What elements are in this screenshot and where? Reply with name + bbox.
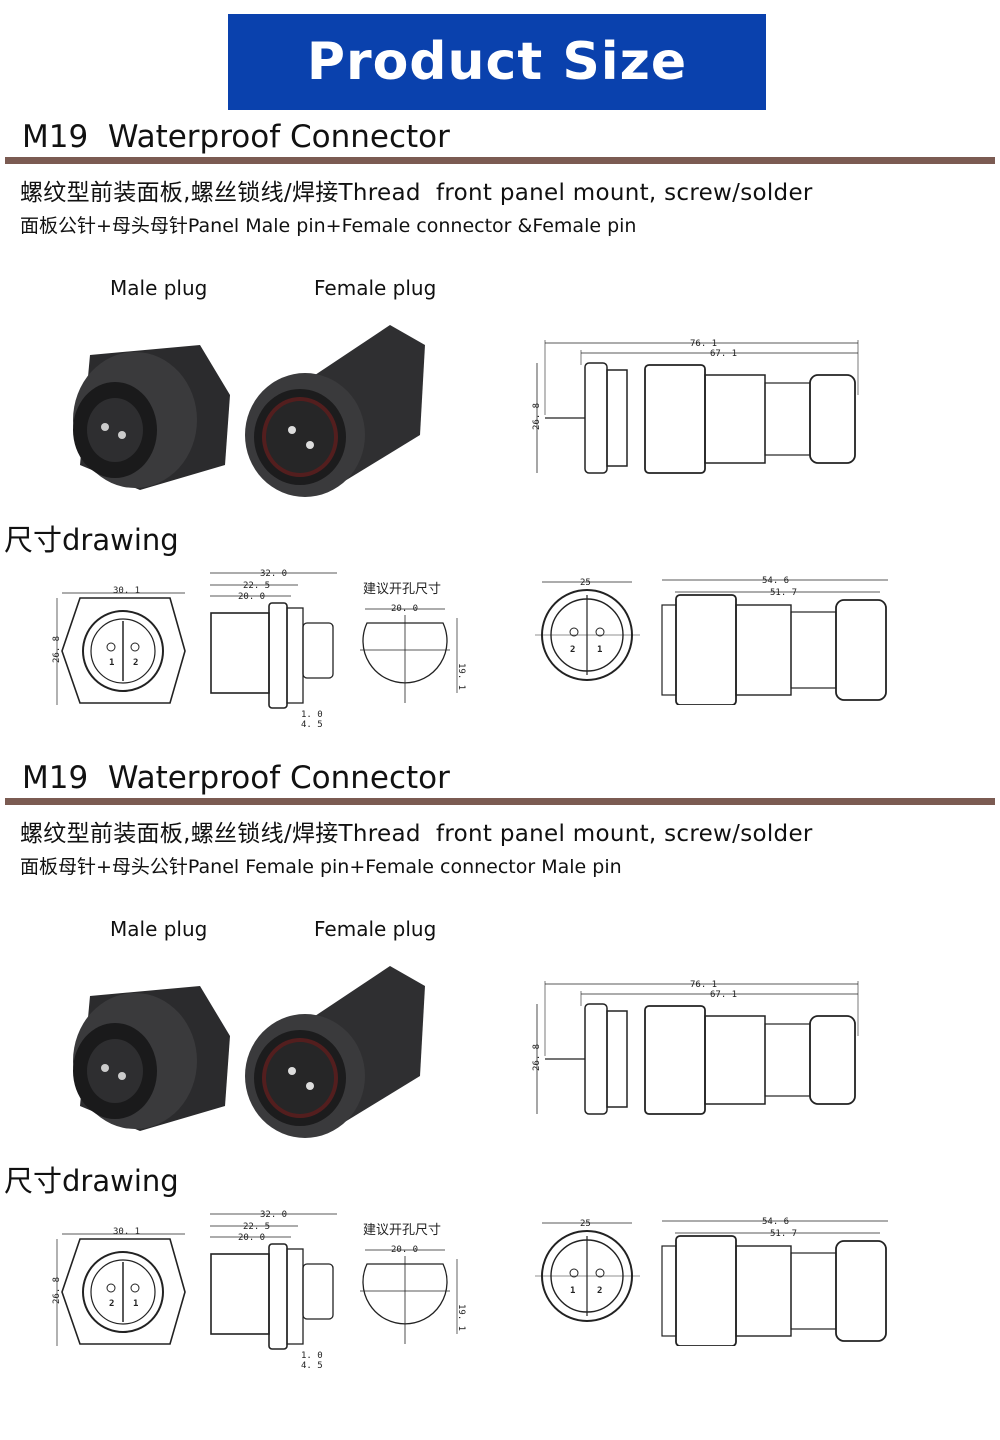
- front-hex-view: 2 1 30. 1 26. 8: [52, 1227, 186, 1346]
- description-line-1: 螺纹型前装面板,螺丝锁线/焊接Thread front panel mount,…: [20, 180, 813, 206]
- dimension-label: 67. 1: [710, 990, 737, 1000]
- section-title: M19 Waterproof Connector: [22, 760, 450, 796]
- plug-front-view: 1 2 25: [535, 1219, 640, 1322]
- description-line-2: 面板公针+母头母针Panel Male pin+Female connector…: [20, 215, 637, 237]
- female-plug-image: [245, 325, 425, 497]
- dimension-label: 51. 7: [770, 1229, 797, 1239]
- female-plug-image: [245, 966, 425, 1138]
- plug-drawings: 1 2 25 54. 6 51. 7: [535, 1217, 888, 1346]
- male-plug-label: Male plug: [110, 276, 208, 300]
- description-line-2: 面板母针+母头公针Panel Female pin+Female connect…: [20, 856, 622, 878]
- dimension-label: 2: [597, 1286, 602, 1296]
- dimension-label: 20. 0: [238, 592, 265, 602]
- dimension-label: 26. 8: [532, 403, 542, 430]
- plug-front-view: 2 1 25: [535, 578, 640, 681]
- plug-drawings: 2 1 25 54. 6 51. 7: [535, 576, 888, 705]
- dimension-label: 32. 0: [260, 569, 287, 579]
- dimension-label: 1: [133, 1299, 138, 1309]
- dimension-label: 26. 8: [532, 1044, 542, 1071]
- panel-cutout-view: 建议开孔尺寸 20. 0 19. 1: [360, 582, 466, 703]
- dimension-label: 22. 5: [243, 581, 270, 591]
- dimension-label: 建议开孔尺寸: [363, 1223, 441, 1238]
- dimension-label: 2: [570, 645, 575, 655]
- side-view-drawing: 76. 1 67. 1 26. 8: [532, 980, 859, 1115]
- dimension-label: 26. 8: [52, 636, 62, 663]
- dimension-label: 2: [133, 658, 138, 668]
- dimension-label: 20. 0: [238, 1233, 265, 1243]
- dimension-label: 22. 5: [243, 1222, 270, 1232]
- dimension-label: 1. 0: [301, 1351, 323, 1361]
- panel-cutout-view: 建议开孔尺寸 20. 0 19. 1: [360, 1223, 466, 1344]
- drawing-label: 尺寸drawing: [4, 1164, 179, 1198]
- dimension-label: 76. 1: [690, 339, 717, 349]
- dimension-label: 67. 1: [710, 349, 737, 359]
- female-plug-label: Female plug: [314, 917, 437, 941]
- side-thread-view: 32. 0 22. 5 20. 0 1. 0 4. 5: [210, 1210, 337, 1371]
- dimension-label: 30. 1: [113, 586, 140, 596]
- panel-drawings: 1 2 30. 1 26. 8 32. 0 22. 5 20. 0 1. 0 4…: [52, 569, 466, 730]
- divider: [5, 157, 995, 164]
- banner-title: Product Size: [228, 14, 766, 110]
- plug-side-view: 54. 6 51. 7: [661, 1217, 888, 1346]
- female-plug-label: Female plug: [314, 276, 437, 300]
- divider: [5, 798, 995, 805]
- male-plug-image: [73, 986, 230, 1131]
- dimension-label: 20. 0: [391, 1245, 418, 1255]
- product-photo: [73, 966, 425, 1138]
- dimension-label: 建议开孔尺寸: [363, 582, 441, 597]
- dimension-label: 1. 0: [301, 710, 323, 720]
- side-thread-view: 32. 0 22. 5 20. 0 1. 0 4. 5: [210, 569, 337, 730]
- dimension-label: 1: [597, 645, 602, 655]
- dimension-label: 4. 5: [301, 1361, 323, 1371]
- dimension-label: 25: [580, 578, 591, 588]
- male-plug-image: [73, 345, 230, 490]
- connector-section-1: M19 Waterproof Connector 螺纹型前装面板,螺丝锁线/焊接…: [0, 115, 1000, 756]
- dimension-label: 25: [580, 1219, 591, 1229]
- dimension-label: 1: [109, 658, 114, 668]
- dimension-label: 19. 1: [456, 663, 466, 690]
- description-line-1: 螺纹型前装面板,螺丝锁线/焊接Thread front panel mount,…: [20, 821, 813, 847]
- male-plug-label: Male plug: [110, 917, 208, 941]
- dimension-label: 32. 0: [260, 1210, 287, 1220]
- dimension-label: 2: [109, 1299, 114, 1309]
- dimension-label: 54. 6: [762, 576, 789, 586]
- dimension-label: 19. 1: [456, 1304, 466, 1331]
- panel-drawings: 2 1 30. 1 26. 8 32. 0 22. 5 20. 0 1. 0 4…: [52, 1210, 466, 1371]
- side-view-drawing: 76. 1 67. 1 26. 8: [532, 339, 859, 474]
- dimension-label: 20. 0: [391, 604, 418, 614]
- front-hex-view: 1 2 30. 1 26. 8: [52, 586, 186, 705]
- product-photo: [73, 325, 425, 497]
- dimension-label: 4. 5: [301, 720, 323, 730]
- connector-section-2: M19 Waterproof Connector 螺纹型前装面板,螺丝锁线/焊接…: [0, 756, 1000, 1397]
- dimension-label: 30. 1: [113, 1227, 140, 1237]
- dimension-label: 76. 1: [690, 980, 717, 990]
- plug-side-view: 54. 6 51. 7: [661, 576, 888, 705]
- dimension-label: 54. 6: [762, 1217, 789, 1227]
- section-title: M19 Waterproof Connector: [22, 119, 450, 155]
- drawing-label: 尺寸drawing: [4, 523, 179, 557]
- dimension-label: 51. 7: [770, 588, 797, 598]
- dimension-label: 26. 8: [52, 1277, 62, 1304]
- dimension-label: 1: [570, 1286, 575, 1296]
